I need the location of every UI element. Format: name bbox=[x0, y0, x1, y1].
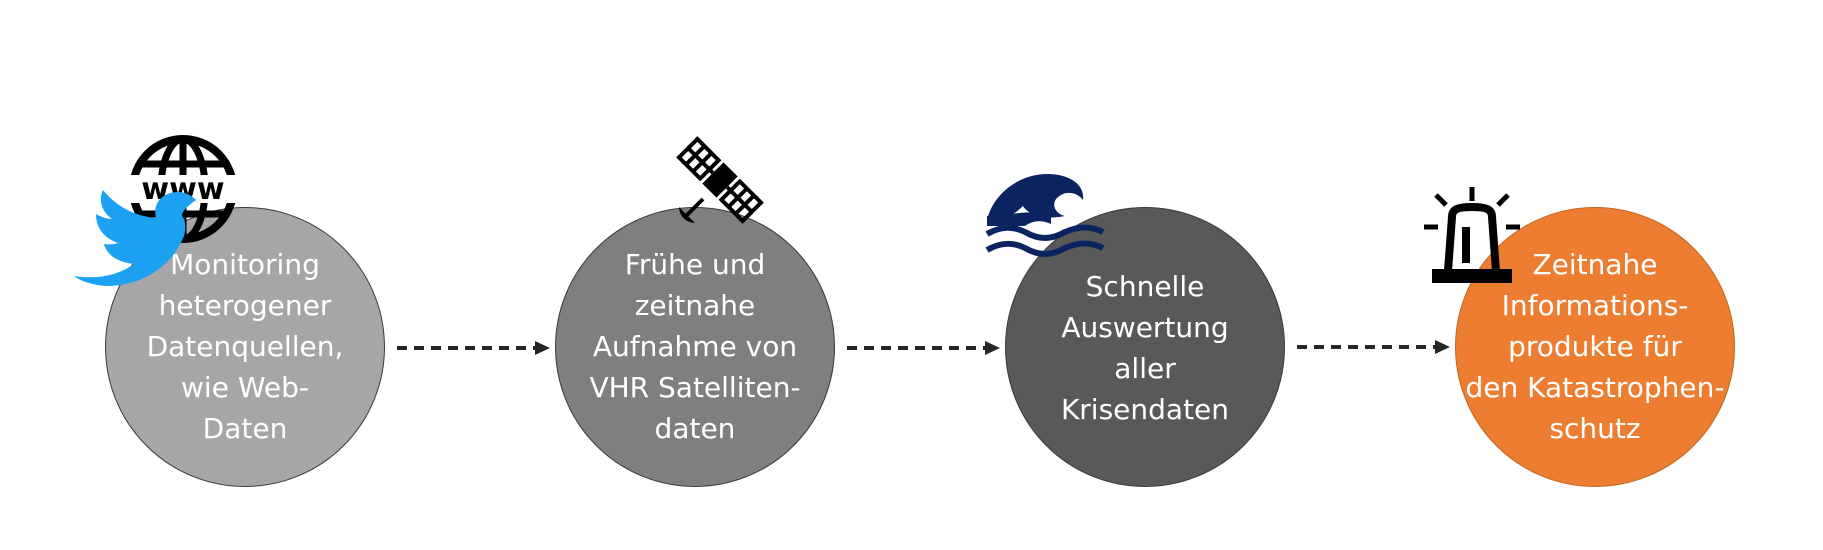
arrow-2-to-3 bbox=[847, 341, 1000, 355]
step-2-circle: Frühe und zeitnahe Aufnahme von VHR Sate… bbox=[555, 207, 835, 487]
step-4-circle: Zeitnahe Informations- produkte für den … bbox=[1455, 207, 1735, 487]
step-1-label: Monitoring heterogener Datenquellen, wie… bbox=[146, 248, 344, 445]
arrow-3-to-4 bbox=[1297, 340, 1450, 354]
step-4-label: Zeitnahe Informations- produkte für den … bbox=[1465, 248, 1725, 445]
siren-icon bbox=[1424, 187, 1520, 283]
step-3-label: Schnelle Auswertung aller Krisendaten bbox=[1060, 270, 1230, 426]
step-2-label: Frühe und zeitnahe Aufnahme von VHR Sate… bbox=[589, 248, 801, 445]
wave-icon bbox=[985, 174, 1105, 257]
satellite-icon bbox=[676, 136, 764, 224]
step-1-circle: Monitoring heterogener Datenquellen, wie… bbox=[105, 207, 385, 487]
www-globe-icon: www bbox=[128, 135, 238, 243]
twitter-bird-icon bbox=[74, 190, 196, 286]
arrow-1-to-2 bbox=[397, 341, 550, 355]
step-3-circle: Schnelle Auswertung aller Krisendaten bbox=[1005, 207, 1285, 487]
